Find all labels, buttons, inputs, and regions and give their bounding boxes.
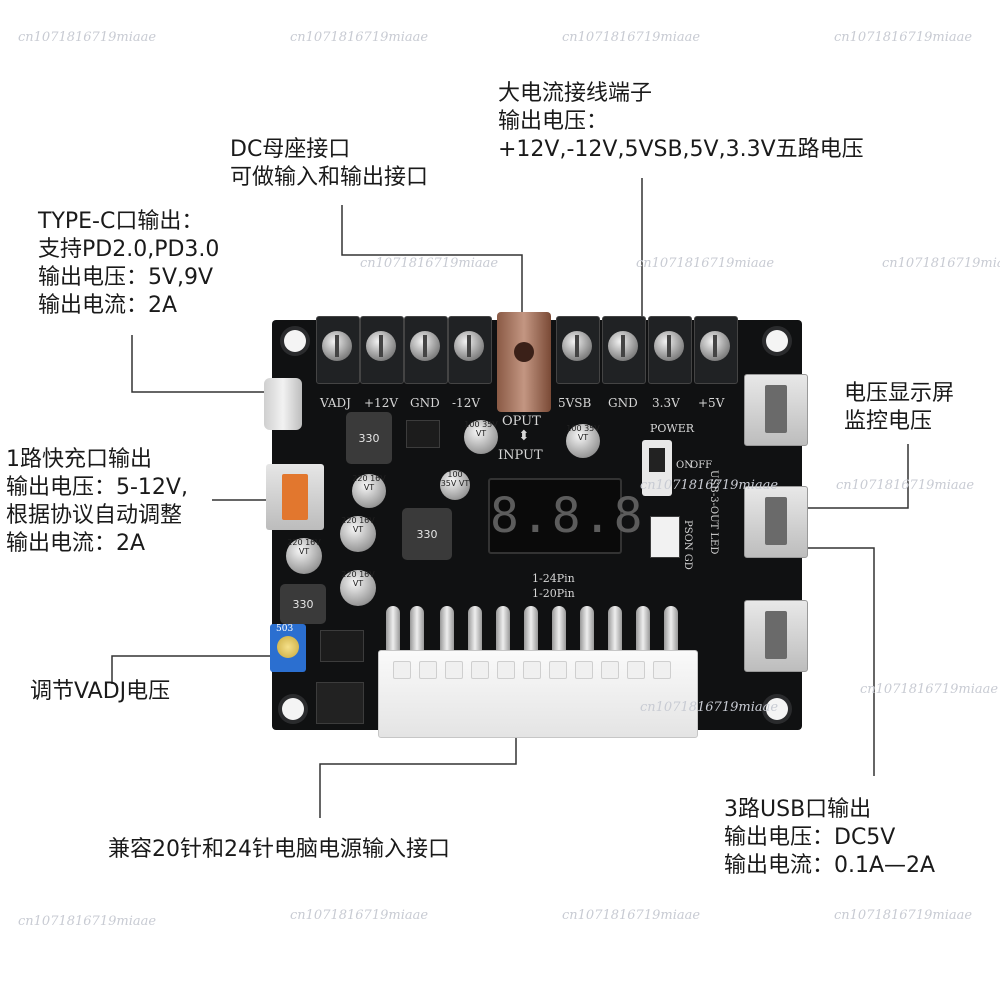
up-down-arrow-icon: ⬍ bbox=[518, 428, 530, 444]
callout-usb: 3路USB口输出 输出电压：DC5V 输出电流：0.1A—2A bbox=[724, 797, 936, 878]
callout-dc-jack: DC母座接口 可做输入和输出接口 bbox=[230, 137, 429, 190]
typec-port[interactable] bbox=[264, 378, 302, 430]
solder-pin bbox=[496, 606, 510, 652]
watermark: cn1071816719miaae bbox=[562, 908, 701, 923]
solder-pin bbox=[664, 606, 678, 652]
label-input: INPUT bbox=[498, 448, 543, 463]
watermark: cn1071816719miaae bbox=[860, 682, 999, 697]
solder-pin bbox=[410, 606, 424, 652]
watermark: cn1071816719miaae bbox=[18, 30, 157, 45]
atx-connector[interactable] bbox=[378, 650, 698, 738]
label-5vsb: 5VSB bbox=[558, 396, 592, 410]
label-on: ON bbox=[676, 460, 693, 471]
callout-terminals: 大电流接线端子 输出电压： +12V,-12V,5VSB,5V,3.3V五路电压 bbox=[498, 81, 864, 162]
leader-typec bbox=[131, 335, 290, 393]
watermark: cn1071816719miaae bbox=[636, 256, 775, 271]
watermark: cn1071816719miaae bbox=[640, 700, 779, 715]
solder-pin bbox=[552, 606, 566, 652]
watermark: cn1071816719miaae bbox=[640, 478, 779, 493]
capacitor: 100 35V VT bbox=[464, 420, 498, 454]
callout-atx: 兼容20针和24针电脑电源输入接口 bbox=[108, 837, 450, 862]
label-12v: +12V bbox=[364, 396, 398, 410]
terminal-3v3[interactable] bbox=[648, 316, 692, 384]
watermark: cn1071816719miaae bbox=[882, 256, 1000, 271]
leader-atx bbox=[319, 712, 517, 818]
solder-pin bbox=[524, 606, 538, 652]
mount-hole bbox=[284, 330, 306, 352]
power-switch[interactable] bbox=[642, 440, 672, 496]
callout-quick-charge: 1路快充口输出 输出电压：5-12V, 根据协议自动调整 输出电流：2A bbox=[6, 447, 188, 556]
label-pson: PSON GD bbox=[682, 520, 693, 570]
solder-pin bbox=[468, 606, 482, 652]
label-3v3: 3.3V bbox=[652, 396, 680, 410]
regulator bbox=[316, 682, 364, 724]
dc-jack[interactable] bbox=[497, 312, 551, 412]
label-off: OFF bbox=[690, 460, 713, 471]
capacitor: 220 16V VT bbox=[352, 474, 386, 508]
vadj-potentiometer[interactable]: 503 bbox=[270, 624, 306, 672]
watermark: cn1071816719miaae bbox=[360, 256, 499, 271]
quick-charge-port[interactable] bbox=[266, 464, 324, 530]
capacitor: 220 16V VT bbox=[340, 570, 376, 606]
label-gnd-1: GND bbox=[410, 396, 440, 410]
leader-vadj bbox=[111, 655, 285, 684]
ic-chip bbox=[406, 420, 440, 448]
watermark: cn1071816719miaae bbox=[834, 908, 973, 923]
watermark: cn1071816719miaae bbox=[836, 478, 975, 493]
solder-pin bbox=[608, 606, 622, 652]
watermark: cn1071816719miaae bbox=[290, 908, 429, 923]
solder-pin bbox=[636, 606, 650, 652]
watermark: cn1071816719miaae bbox=[562, 30, 701, 45]
capacitor: 100 35V VT bbox=[440, 470, 470, 500]
label-24pin: 1-24Pin bbox=[532, 572, 575, 585]
watermark: cn1071816719miaae bbox=[18, 914, 157, 929]
label-5v: +5V bbox=[698, 396, 725, 410]
terminal-gnd-2[interactable] bbox=[602, 316, 646, 384]
terminal-vadj[interactable] bbox=[316, 316, 360, 384]
terminal-5vsb[interactable] bbox=[556, 316, 600, 384]
capacitor: 100 35V VT bbox=[566, 424, 600, 458]
knob-icon[interactable] bbox=[277, 636, 299, 658]
leader-dc-jack bbox=[341, 205, 523, 345]
mount-hole bbox=[766, 330, 788, 352]
watermark: cn1071816719miaae bbox=[834, 30, 973, 45]
label-20pin: 1-20Pin bbox=[532, 587, 575, 600]
callout-typec: TYPE-C口输出： 支持PD2.0,PD3.0 输出电压：5V,9V 输出电流… bbox=[38, 209, 220, 318]
inductor: 330 bbox=[346, 412, 392, 464]
connector-header[interactable] bbox=[650, 516, 680, 558]
usb-port-1[interactable] bbox=[744, 374, 808, 446]
terminal-12v[interactable] bbox=[360, 316, 404, 384]
label-oput: OPUT bbox=[502, 414, 541, 429]
callout-display: 电压显示屏 监控电压 bbox=[844, 381, 955, 434]
terminal-5v[interactable] bbox=[694, 316, 738, 384]
terminal-gnd-1[interactable] bbox=[404, 316, 448, 384]
inductor: 330 bbox=[402, 508, 452, 560]
solder-pin bbox=[440, 606, 454, 652]
label-gnd-2: GND bbox=[608, 396, 638, 410]
usb-port-3[interactable] bbox=[744, 600, 808, 672]
label-power: POWER bbox=[650, 422, 695, 435]
solder-pin bbox=[580, 606, 594, 652]
callout-vadj: 调节VADJ电压 bbox=[30, 679, 171, 704]
terminal-neg12v[interactable] bbox=[448, 316, 492, 384]
voltage-display: 8.8.8. bbox=[488, 478, 673, 554]
label-vadj: VADJ bbox=[320, 396, 351, 410]
capacitor: 220 16V VT bbox=[340, 516, 376, 552]
label-neg12v: -12V bbox=[452, 396, 480, 410]
watermark: cn1071816719miaae bbox=[290, 30, 429, 45]
label-usb-out: USB-3-OUT LED bbox=[708, 470, 719, 555]
solder-pin bbox=[386, 606, 400, 652]
inductor: 330 bbox=[280, 584, 326, 624]
ic-chip bbox=[320, 630, 364, 662]
usb-port-2[interactable] bbox=[744, 486, 808, 558]
capacitor: 220 16V VT bbox=[286, 538, 322, 574]
mount-hole bbox=[282, 698, 304, 720]
mount-hole bbox=[766, 698, 788, 720]
